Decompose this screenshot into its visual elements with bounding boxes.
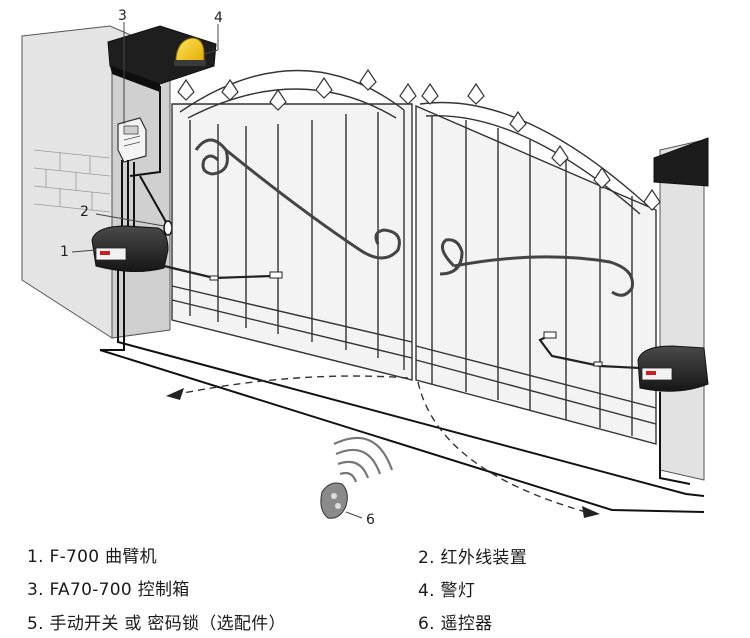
remote-control-icon xyxy=(320,482,348,519)
keypad-lock-icon xyxy=(117,117,147,163)
legend-item-1: 1. F-700 曲臂机 xyxy=(27,547,157,567)
callout-leaders xyxy=(71,22,363,519)
remote-signal-icon xyxy=(333,436,394,483)
installation-scene: 3 4 2 1 6 xyxy=(21,8,709,528)
callout-6: 6 xyxy=(366,512,375,528)
gate-spikes xyxy=(177,68,661,211)
infrared-sensor-icon xyxy=(163,220,173,236)
callout-3: 3 xyxy=(118,8,127,24)
legend-item-5: 5. 手动开关 或 密码锁（选配件） xyxy=(27,614,286,634)
callout-1: 1 xyxy=(60,244,69,260)
swing-arm-motor-right xyxy=(538,331,709,392)
pillar-bricks xyxy=(33,149,111,213)
callout-2: 2 xyxy=(80,204,89,220)
swing-arm-motor-left xyxy=(91,225,283,281)
gate-right-leaf xyxy=(415,101,657,445)
warning-lamp-icon xyxy=(174,37,206,66)
right-pillar xyxy=(653,137,709,481)
gate-swing-paths xyxy=(177,375,587,513)
gate-left-leaf xyxy=(171,69,413,381)
legend-item-6: 6. 遥控器 xyxy=(418,614,493,634)
callout-4: 4 xyxy=(214,10,223,26)
legend-item-4: 4. 警灯 xyxy=(418,581,476,601)
swing-arrow-right xyxy=(582,506,600,518)
legend-item-3: 3. FA70-700 控制箱 xyxy=(27,580,190,600)
component-legend: 1. F-700 曲臂机 2. 红外线装置 3. FA70-700 控制箱 4.… xyxy=(0,532,750,638)
legend-item-2: 2. 红外线装置 xyxy=(418,548,528,568)
swing-arrow-left xyxy=(166,388,184,400)
